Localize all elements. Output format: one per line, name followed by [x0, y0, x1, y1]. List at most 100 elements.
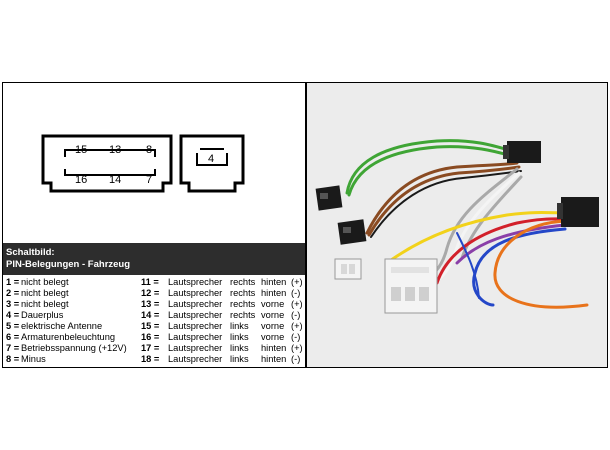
pin-row: 6 = Armaturenbeleuchtung 16 = Lautsprech…: [3, 332, 305, 343]
pin-number: 18 =: [141, 354, 160, 364]
small-connector-inner: [196, 153, 228, 166]
brown-wire: [365, 161, 519, 235]
pin-description: Armaturenbeleuchtung: [21, 332, 116, 342]
panel-divider: [305, 83, 307, 367]
pin-position: vorne: [261, 299, 285, 309]
pin-side: links: [230, 343, 249, 353]
pin-side: links: [230, 332, 249, 342]
pin-position: hinten: [261, 354, 287, 364]
pin-side: rechts: [230, 310, 256, 320]
pin-number: 6 =: [6, 332, 20, 342]
pin-number: 1 =: [6, 277, 20, 287]
pin-polarity: (-): [291, 288, 301, 298]
pin-description: Lautsprecher: [168, 277, 223, 287]
diagram-frame: 15 13 8 16 14 7 4 Schaltbild: PIN-Belegu…: [2, 82, 608, 368]
pin-number: 11 =: [141, 277, 159, 287]
pin-description: nicht belegt: [21, 277, 69, 287]
pin-description: Dauerplus: [21, 310, 64, 320]
orange-wire: [493, 219, 589, 309]
pin-label-8: 8: [146, 144, 152, 156]
pin-label-16: 16: [75, 174, 87, 186]
pin-label-14: 14: [109, 174, 121, 186]
pin-row: 2 = nicht belegt 12 = Lautsprecher recht…: [3, 288, 305, 299]
pin-number: 5 =: [6, 321, 20, 331]
pin-row: 5 = elektrische Antenne 15 = Lautspreche…: [3, 321, 305, 332]
pin-number: 13 =: [141, 299, 160, 309]
pin-side: links: [230, 321, 249, 331]
black-connector-right: [557, 197, 599, 227]
pin-label-7: 7: [146, 174, 152, 186]
black-connector-small-lower: [337, 219, 367, 245]
small-connector-outline: [179, 134, 245, 193]
caption-bar: Schaltbild: PIN-Belegungen - Fahrzeug: [3, 243, 305, 275]
main-connector-inner-bottom: [64, 169, 156, 176]
caption-title: Schaltbild:: [6, 247, 55, 258]
pin-position: vorne: [261, 332, 285, 342]
pin-row: 4 = Dauerplus 14 = Lautsprecher rechts v…: [3, 310, 305, 321]
grey-wire: [460, 175, 523, 260]
pin-number: 16 =: [141, 332, 160, 342]
yellow-wire: [385, 211, 567, 265]
pin-polarity: (-): [291, 310, 301, 320]
pin-row: 3 = nicht belegt 13 = Lautsprecher recht…: [3, 299, 305, 310]
pin-description: Lautsprecher: [168, 288, 223, 298]
pin-polarity: (+): [291, 299, 303, 309]
pin-position: vorne: [261, 321, 285, 331]
pin-description: Lautsprecher: [168, 343, 223, 353]
wire-bundle: [345, 139, 589, 309]
pin-side: rechts: [230, 288, 256, 298]
pin-description: elektrische Antenne: [21, 321, 103, 331]
pin-description: Lautsprecher: [168, 299, 223, 309]
pin-description: Lautsprecher: [168, 354, 223, 364]
blue-wire: [456, 232, 480, 299]
white-iso-connector: [384, 258, 438, 314]
caption-subtitle: PIN-Belegungen - Fahrzeug: [6, 259, 131, 270]
pin-number: 14 =: [141, 310, 160, 320]
pin-description: Lautsprecher: [168, 310, 223, 320]
pin-description: Minus: [21, 354, 46, 364]
pin-row: 1 = nicht belegt 11 = Lautsprecher recht…: [3, 277, 305, 288]
white-wire: [423, 171, 521, 289]
pin-description: Lautsprecher: [168, 332, 223, 342]
pin-number: 17 =: [141, 343, 160, 353]
black-wire: [370, 170, 522, 238]
harness-photo-panel: [307, 83, 607, 367]
pin-polarity: (+): [291, 277, 303, 287]
pin-label-13: 13: [109, 144, 121, 156]
white-connector-small: [334, 258, 362, 280]
pin-label-15: 15: [75, 144, 87, 156]
purple-wire: [455, 223, 567, 265]
pin-description: Betriebsspannung (+12V): [21, 343, 127, 353]
brown-wire: [367, 165, 521, 237]
wiring-harness-illustration: [315, 139, 599, 314]
pin-polarity: (+): [291, 321, 303, 331]
pin-number: 15 =: [141, 321, 160, 331]
pin-description: Lautsprecher: [168, 321, 223, 331]
pin-assignment-panel: 15 13 8 16 14 7 4 Schaltbild: PIN-Belegu…: [3, 83, 305, 367]
black-connector-top-right: [503, 141, 541, 163]
pin-position: hinten: [261, 288, 287, 298]
red-wire: [435, 217, 567, 285]
pin-description: nicht belegt: [21, 299, 69, 309]
pin-position: hinten: [261, 343, 287, 353]
green-wire: [347, 145, 517, 197]
pin-side: rechts: [230, 299, 256, 309]
pin-row: 8 = Minus 18 = Lautsprecher links hinten…: [3, 354, 305, 365]
pin-description: nicht belegt: [21, 288, 69, 298]
pin-label-4: 4: [208, 153, 214, 165]
blue-wire: [472, 227, 567, 307]
pin-number: 2 =: [6, 288, 20, 298]
pin-position: vorne: [261, 310, 285, 320]
pin-row: 7 = Betriebsspannung (+12V) 17 = Lautspr…: [3, 343, 305, 354]
connector-pin-diagram: 15 13 8 16 14 7 4: [41, 134, 245, 193]
black-connector-small-upper: [315, 185, 343, 211]
pin-number: 7 =: [6, 343, 20, 353]
pin-side: links: [230, 354, 249, 364]
main-connector-inner-top: [64, 149, 156, 157]
pin-polarity: (-): [291, 332, 301, 342]
pin-position: hinten: [261, 277, 287, 287]
pin-list: 1 = nicht belegt 11 = Lautsprecher recht…: [3, 277, 305, 365]
green-wire: [345, 139, 514, 195]
pin-number: 8 =: [6, 354, 20, 364]
pin-number: 3 =: [6, 299, 20, 309]
